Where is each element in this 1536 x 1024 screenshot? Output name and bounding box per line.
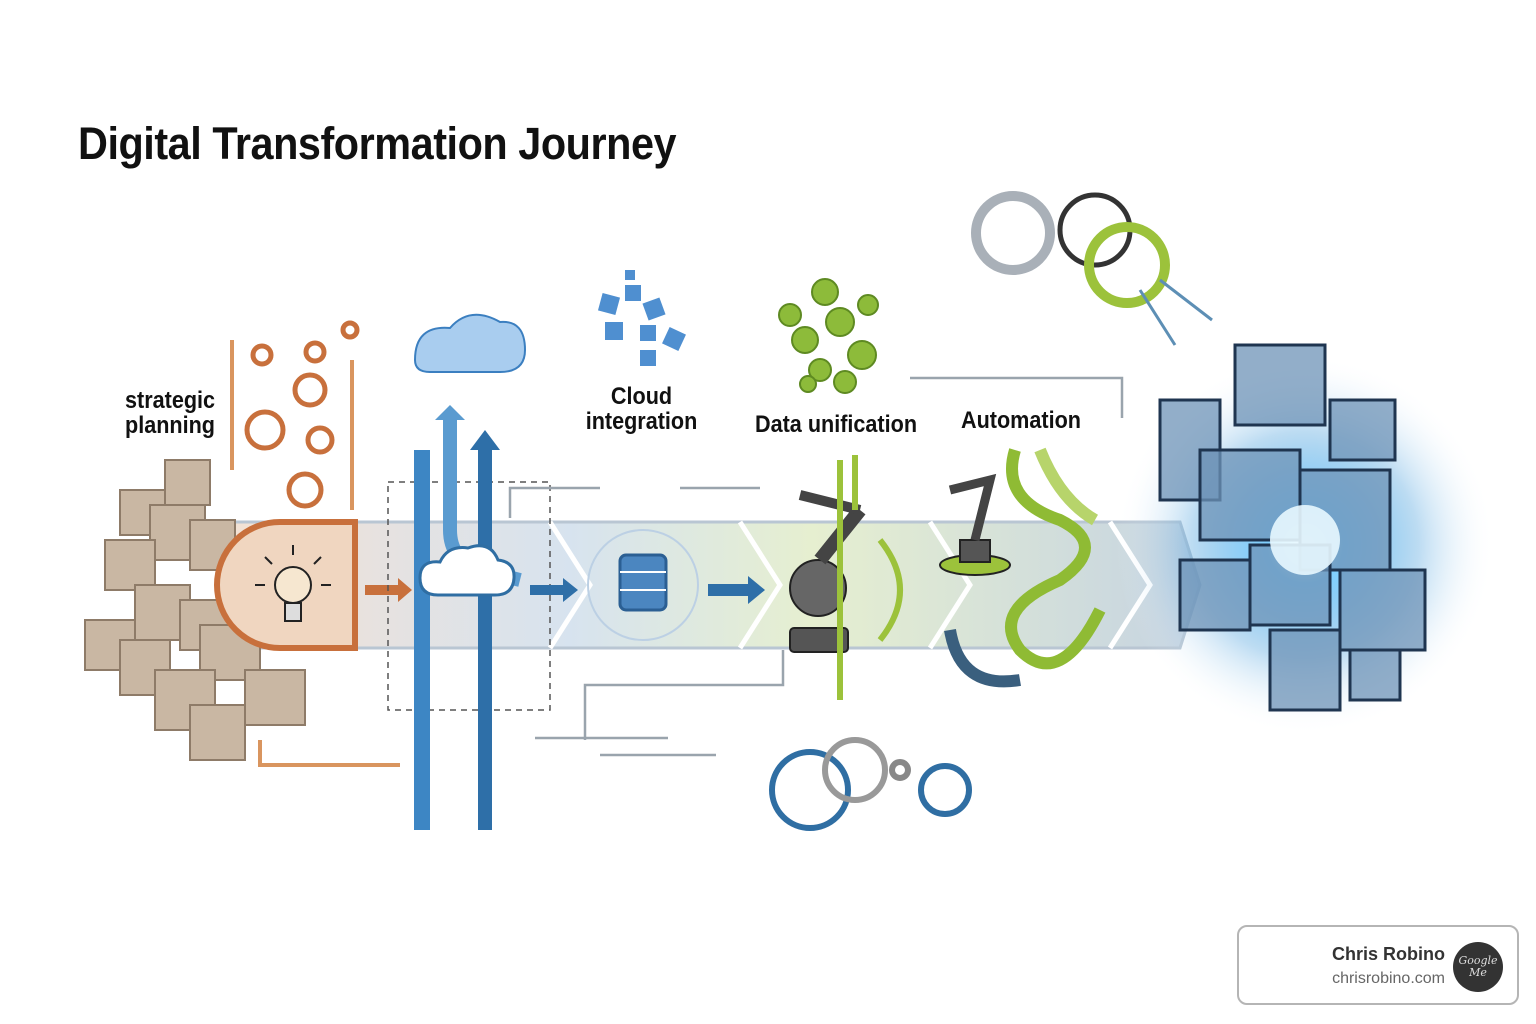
author-name: Chris Robino — [1332, 944, 1445, 964]
author-site[interactable]: chrisrobino.com — [1332, 970, 1445, 987]
automation-arm-icon — [939, 473, 1011, 576]
cubes-icon — [84, 459, 306, 761]
data-bubbles-icon — [778, 278, 879, 394]
gears-icon — [244, 320, 360, 509]
stage-label-cloud-integration: Cloud integration — [585, 383, 698, 435]
digital-cube-cluster-icon — [1115, 343, 1495, 735]
author-badge[interactable]: Chris Robino chrisrobino.com Google Me — [1237, 925, 1519, 1005]
loop-rings-icon — [971, 191, 1213, 346]
cycle-circles-icon — [769, 737, 972, 831]
swirl-arrows-icon — [944, 447, 1106, 688]
stage-label-data-unification: Data unification — [755, 411, 918, 438]
green-arrows-icon — [837, 455, 903, 700]
google-me-logo: Google Me — [1453, 942, 1503, 992]
lightbulb-icon — [214, 519, 358, 651]
connector-arrows-icon — [508, 376, 1124, 757]
cloud-integration-graphic — [387, 313, 578, 830]
page-title: Digital Transformation Journey — [78, 118, 677, 169]
stage-label-strategic-planning: strategic planning — [125, 387, 216, 439]
stage-label-automation: Automation — [961, 407, 1081, 434]
database-icon — [587, 529, 765, 641]
cloud-icon — [418, 544, 516, 597]
cloud-nodes-icon — [597, 270, 686, 366]
orange-arrows-icon — [230, 340, 412, 767]
